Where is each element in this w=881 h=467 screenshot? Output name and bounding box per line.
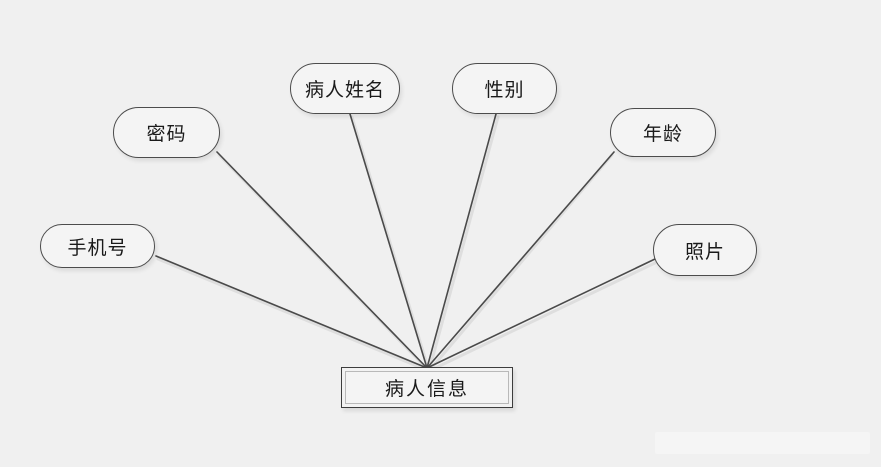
edge-shadows xyxy=(156,115,659,373)
edge-gender-to-entity xyxy=(426,113,497,369)
edge-patient-name-to-entity xyxy=(349,113,428,369)
attribute-node-gender[interactable]: 性别 xyxy=(452,63,557,114)
edge-age-to-entity xyxy=(426,151,615,369)
entity-node-patient-info[interactable]: 病人信息 xyxy=(341,367,513,408)
edge-lines xyxy=(155,113,656,369)
edge-shadow-photo xyxy=(427,260,659,373)
attribute-node-photo[interactable]: 照片 xyxy=(653,224,757,276)
edge-shadow-patient-name xyxy=(350,115,431,373)
edge-phone-to-entity xyxy=(155,255,428,369)
attribute-label-gender: 性别 xyxy=(484,80,525,101)
edge-photo-to-entity xyxy=(426,258,656,369)
edge-password-to-entity xyxy=(216,151,428,369)
edge-shadow-gender xyxy=(427,115,500,373)
entity-inner-border: 病人信息 xyxy=(345,371,509,404)
attribute-label-patient-name: 病人姓名 xyxy=(304,80,385,101)
watermark-band xyxy=(655,432,870,454)
edge-shadow-password xyxy=(217,153,431,373)
attribute-node-patient-name[interactable]: 病人姓名 xyxy=(290,63,400,114)
attribute-label-password: 密码 xyxy=(146,124,187,145)
edge-shadow-phone xyxy=(156,257,431,373)
attribute-node-age[interactable]: 年龄 xyxy=(610,108,716,157)
attribute-label-age: 年龄 xyxy=(642,124,683,145)
attribute-label-photo: 照片 xyxy=(684,241,725,263)
entity-label-patient-info: 病人信息 xyxy=(384,379,469,400)
attribute-label-phone: 手机号 xyxy=(67,237,128,259)
attribute-node-password[interactable]: 密码 xyxy=(113,107,220,158)
edge-shadow-age xyxy=(427,153,614,373)
attribute-node-phone[interactable]: 手机号 xyxy=(40,224,155,268)
